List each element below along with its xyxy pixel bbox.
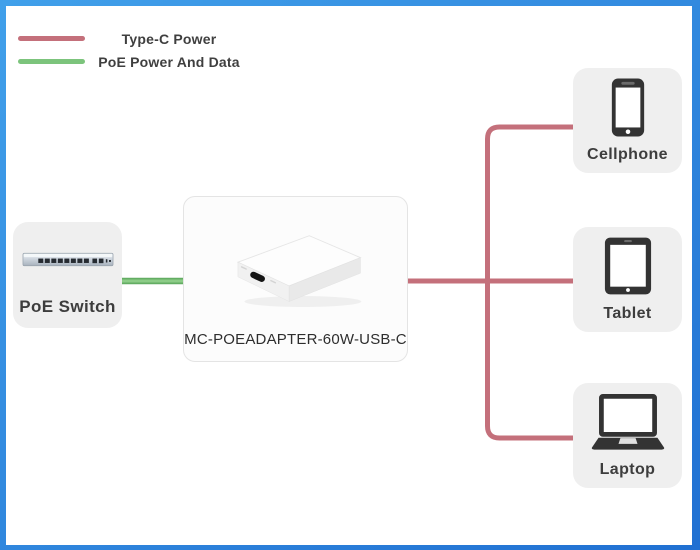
node-laptop: Laptop bbox=[573, 383, 682, 488]
poe-adapter-icon bbox=[216, 197, 376, 331]
legend-label-poe-power: PoE Power And Data bbox=[98, 54, 240, 70]
tablet-icon bbox=[573, 227, 682, 305]
node-label-tablet: Tablet bbox=[603, 305, 652, 322]
node-label-poe-switch: PoE Switch bbox=[19, 297, 116, 316]
node-tablet: Tablet bbox=[573, 227, 682, 332]
cellphone-icon bbox=[573, 68, 682, 146]
node-adapter: MC-POEADAPTER-60W-USB-C bbox=[183, 196, 408, 362]
node-cellphone: Cellphone bbox=[573, 68, 682, 173]
node-label-cellphone: Cellphone bbox=[587, 146, 668, 163]
legend-label-type-c-power: Type-C Power bbox=[121, 31, 217, 47]
network-switch-icon bbox=[13, 222, 122, 297]
laptop-icon bbox=[573, 383, 682, 461]
legend-swatch-type-c-power bbox=[18, 36, 85, 41]
node-label-adapter: MC-POEADAPTER-60W-USB-C bbox=[184, 331, 407, 348]
node-poe-switch: PoE Switch bbox=[13, 222, 122, 328]
legend-swatch-poe-power bbox=[18, 59, 85, 64]
node-label-laptop: Laptop bbox=[599, 461, 656, 478]
